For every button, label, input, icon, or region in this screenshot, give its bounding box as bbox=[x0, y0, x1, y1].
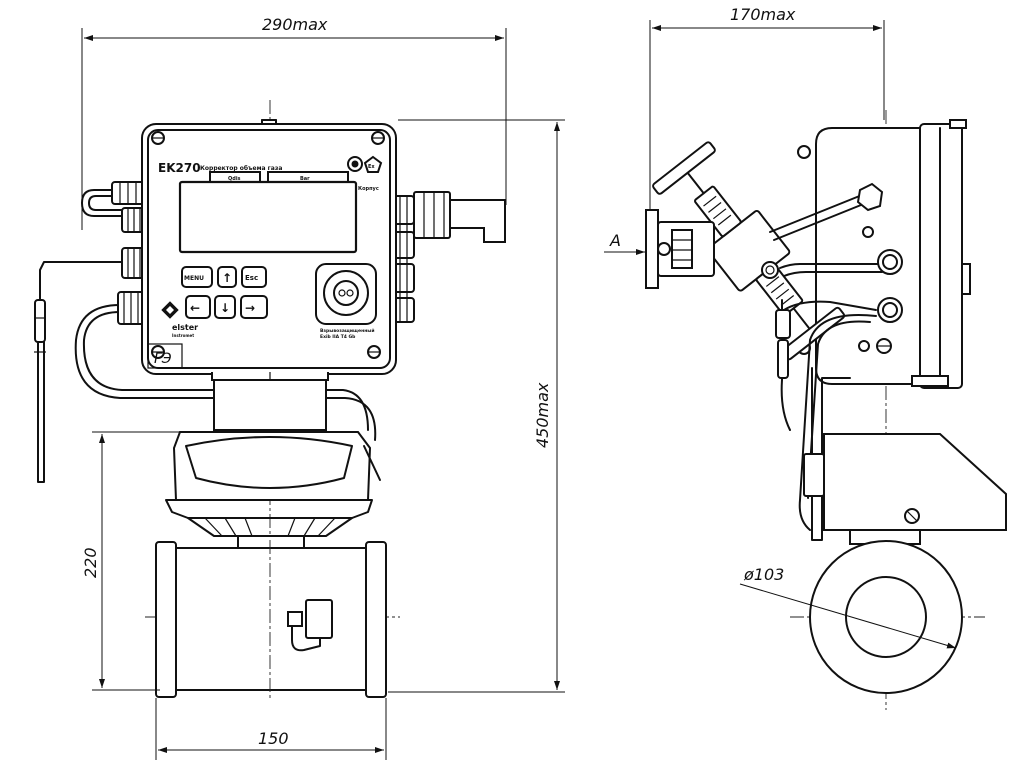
pipe-left-flange bbox=[155, 541, 177, 698]
middle-impulse-tube bbox=[779, 263, 883, 269]
model-label: EK270 bbox=[158, 161, 201, 175]
side-lid-hinge bbox=[961, 263, 971, 295]
pipe-right-flange bbox=[365, 541, 387, 698]
svg-text:←: ← bbox=[190, 301, 200, 315]
certification-icons: Ex bbox=[347, 155, 383, 173]
depth-max-label: 170max bbox=[730, 5, 796, 24]
svg-text:↑: ↑ bbox=[222, 271, 232, 285]
side-cable-sensor bbox=[777, 339, 789, 379]
side-cable bbox=[798, 314, 877, 531]
menu-key[interactable] bbox=[181, 266, 213, 288]
plate-mark: ГЭ bbox=[154, 351, 172, 367]
side-view: A ø103 bbox=[604, 110, 1007, 710]
right-glands bbox=[393, 191, 506, 323]
side-meter-head-edge bbox=[803, 453, 825, 497]
inlet-nut bbox=[671, 229, 693, 269]
brand-label: elster bbox=[172, 323, 198, 332]
side-lid-hinge-bottom bbox=[911, 375, 949, 387]
bottom-note-2: Exib IIA T4 Gb bbox=[320, 334, 356, 340]
pulse-sensor-cable bbox=[291, 625, 321, 652]
right-connector-plug bbox=[449, 199, 506, 243]
side-pipe-inner bbox=[845, 576, 927, 658]
side-fittings bbox=[761, 182, 903, 354]
up-key[interactable] bbox=[217, 266, 237, 288]
height-max-label: 450max bbox=[533, 382, 552, 448]
optical-port-ring bbox=[323, 270, 369, 316]
pipe-height-label: 220 bbox=[81, 547, 100, 578]
lower-impulse-tube bbox=[783, 300, 877, 311]
keypad: MENU ↑ Esc ← ↓ → bbox=[181, 266, 268, 319]
brand-sub-label: Instromet bbox=[172, 333, 194, 338]
diameter-leader bbox=[739, 583, 957, 649]
cone-ribs bbox=[204, 517, 336, 537]
left-glands bbox=[111, 181, 147, 325]
left-key[interactable] bbox=[185, 295, 211, 319]
front-view: EK270 Корректор объема газа Корпус Ex Qd… bbox=[34, 100, 506, 700]
side-cable-gland bbox=[775, 309, 791, 339]
head-cable-stub bbox=[363, 445, 381, 481]
svg-text:→: → bbox=[245, 301, 255, 315]
svg-text:Bar: Bar bbox=[300, 176, 310, 182]
svg-text:Esc: Esc bbox=[245, 274, 258, 282]
neck-body bbox=[213, 379, 327, 431]
subtitle-label: Корректор объема газа bbox=[200, 165, 282, 172]
side-lid-hinge-top bbox=[949, 119, 967, 129]
svg-text:Ex: Ex bbox=[368, 164, 375, 170]
left-sensor-probe bbox=[37, 341, 45, 483]
side-pipe-outer bbox=[809, 540, 963, 694]
lower-cable-loop bbox=[74, 304, 377, 441]
side-meter-head bbox=[823, 433, 1007, 531]
pipe-body bbox=[159, 547, 383, 691]
front-dimensions: 290max 450max 220 150 bbox=[81, 15, 565, 760]
svg-text:Qdis: Qdis bbox=[228, 176, 241, 182]
ex-mark-icon bbox=[363, 155, 383, 173]
side-dimensions: 170max bbox=[649, 5, 885, 210]
diameter-label: ø103 bbox=[743, 565, 784, 584]
down-key[interactable] bbox=[214, 295, 236, 319]
esc-key[interactable] bbox=[241, 266, 267, 288]
view-arrow-label: A bbox=[609, 231, 621, 250]
pulse-sensor-plug bbox=[287, 611, 303, 627]
meter-flange-neck bbox=[237, 535, 305, 549]
lcd-display bbox=[178, 180, 358, 254]
upper-impulse-tube bbox=[769, 194, 863, 233]
inlet-flange bbox=[645, 209, 659, 289]
right-key[interactable] bbox=[240, 295, 268, 319]
svg-text:MENU: MENU bbox=[184, 275, 204, 282]
meter-head-skirt bbox=[165, 499, 373, 519]
width-max-label: 290max bbox=[262, 15, 328, 34]
upper-u-tube-inner bbox=[88, 195, 123, 211]
plate-mark-box bbox=[147, 343, 183, 369]
meter-head-window bbox=[185, 436, 353, 489]
left-cable bbox=[39, 261, 126, 301]
pulse-sensor bbox=[305, 599, 333, 639]
left-sensor-body bbox=[34, 299, 46, 343]
enclosure-screws bbox=[151, 131, 385, 359]
pipe-length-label: 150 bbox=[258, 729, 289, 748]
svg-text:↓: ↓ bbox=[220, 301, 230, 315]
bottom-note: Взрывозащищенный bbox=[320, 327, 375, 334]
side-cable-2 bbox=[780, 299, 791, 431]
side-label: Корпус bbox=[358, 186, 379, 192]
enclosure-inner-border bbox=[147, 129, 391, 369]
lower-cable-loop-inner bbox=[82, 311, 369, 431]
